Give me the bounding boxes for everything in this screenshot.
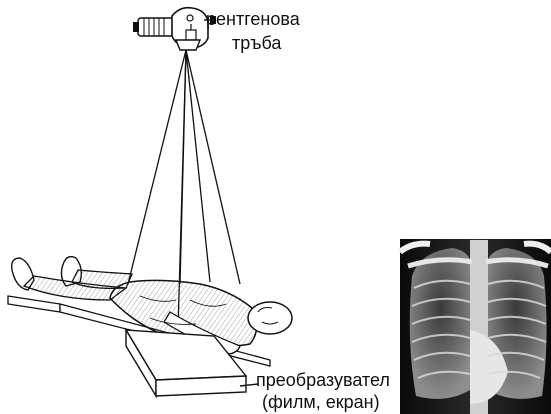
xray-tube-label-line1: рентгенова <box>206 9 300 29</box>
xray-tube <box>133 8 216 50</box>
converter-label-line2: (филм, екран) <box>262 392 380 412</box>
xray-tube-cylinder <box>138 18 174 36</box>
chest-radiograph <box>400 239 551 414</box>
converter-label-line1: преобразувател <box>256 370 390 390</box>
xray-tube-label-line2: тръба <box>232 33 281 53</box>
